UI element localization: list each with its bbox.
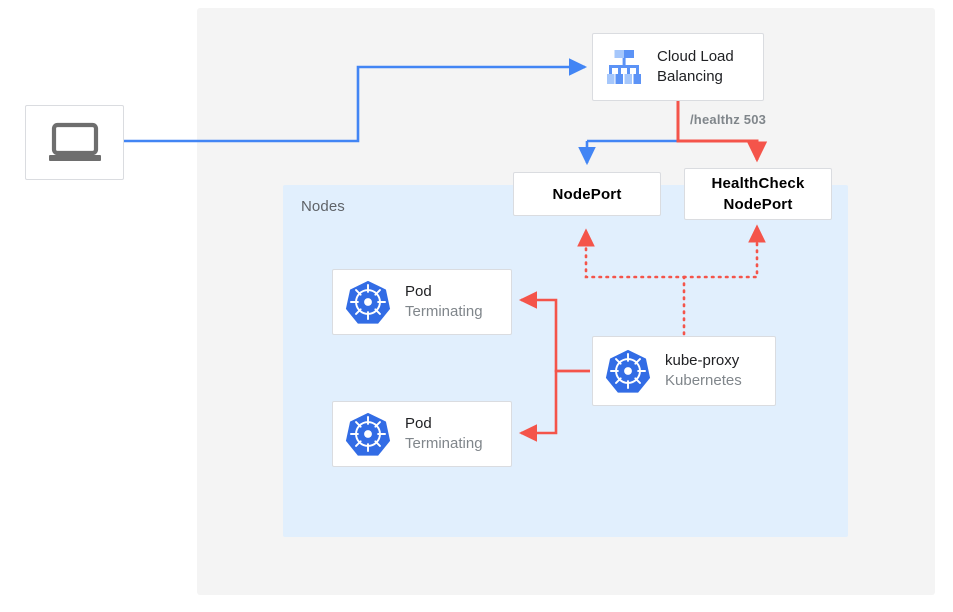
- nodeport-node[interactable]: NodePort: [513, 172, 661, 216]
- cloud-load-balancing-title-line1: Cloud Load: [657, 47, 734, 65]
- laptop-icon: [47, 122, 103, 164]
- kube-proxy-title: kube-proxy: [665, 351, 740, 369]
- kubernetes-icon: [345, 279, 391, 325]
- kubernetes-icon: [605, 348, 651, 394]
- healthcheck-nodeport-labels: HealthCheck NodePort: [711, 173, 804, 215]
- pod-node-1[interactable]: Pod Terminating: [332, 269, 512, 335]
- healthz-edge-label: /healthz 503: [690, 112, 767, 127]
- pod-1-subtitle: Terminating: [405, 303, 483, 320]
- kubernetes-icon: [345, 411, 391, 457]
- healthcheck-nodeport-label-line1: HealthCheck: [711, 175, 805, 192]
- healthcheck-nodeport-label-line2: NodePort: [723, 196, 793, 213]
- pod-1-title: Pod: [405, 282, 432, 300]
- pod-2-labels: Pod Terminating: [405, 414, 483, 455]
- healthcheck-nodeport-node[interactable]: HealthCheck NodePort: [684, 168, 832, 220]
- client-node[interactable]: [25, 105, 124, 180]
- kube-proxy-node[interactable]: kube-proxy Kubernetes: [592, 336, 776, 406]
- kube-proxy-subtitle: Kubernetes: [665, 372, 742, 389]
- pod-2-subtitle: Terminating: [405, 435, 483, 452]
- nodes-region-label: Nodes: [301, 198, 345, 215]
- pod-2-title: Pod: [405, 414, 432, 432]
- cloud-load-balancing-node[interactable]: Cloud Load Balancing: [592, 33, 764, 101]
- cloud-load-balancing-labels: Cloud Load Balancing: [657, 47, 734, 88]
- kube-proxy-labels: kube-proxy Kubernetes: [665, 351, 742, 392]
- pod-node-2[interactable]: Pod Terminating: [332, 401, 512, 467]
- cloud-load-balancing-title-line2: Balancing: [657, 68, 723, 85]
- cloud-load-balancing-icon: [603, 46, 645, 88]
- pod-1-labels: Pod Terminating: [405, 282, 483, 323]
- nodeport-label: NodePort: [552, 185, 622, 203]
